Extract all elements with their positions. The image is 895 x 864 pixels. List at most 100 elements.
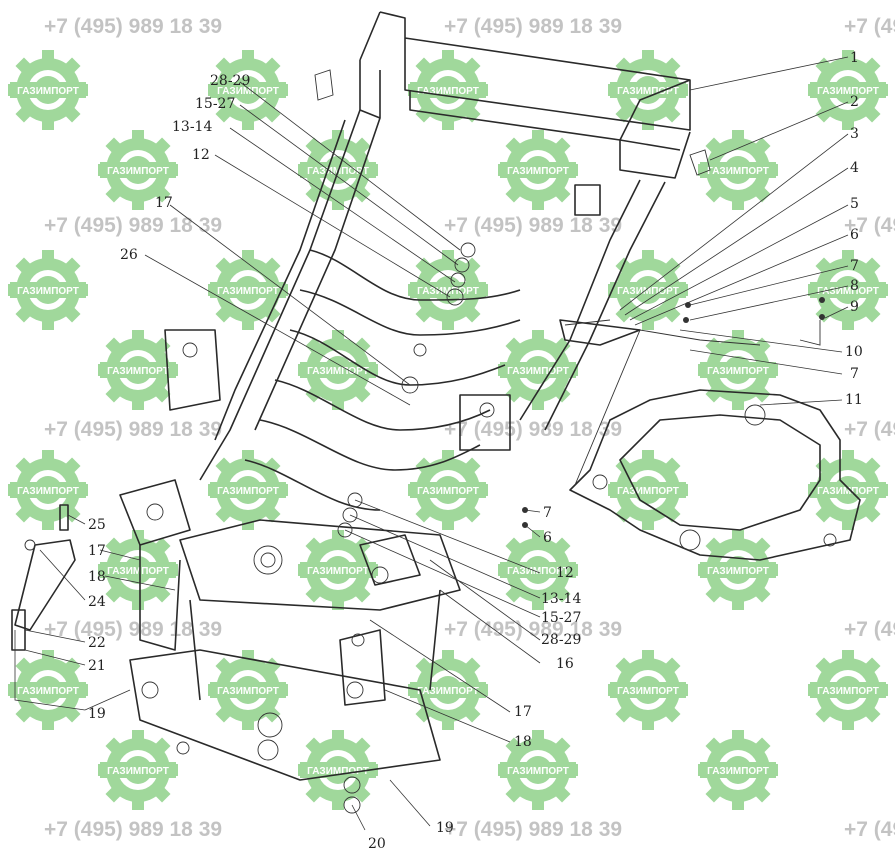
svg-text:ГАЗИМПОРТ: ГАЗИМПОРТ [707,566,769,577]
svg-text:ГАЗИМПОРТ: ГАЗИМПОРТ [107,566,169,577]
callout-19: 19 [88,706,106,722]
svg-text:ГАЗИМПОРТ: ГАЗИМПОРТ [507,766,569,777]
callout-6b: 6 [543,530,552,546]
svg-text:ГАЗИМПОРТ: ГАЗИМПОРТ [307,566,369,577]
callout-7b: 7 [850,366,859,382]
svg-text:ГАЗИМПОРТ: ГАЗИМПОРТ [107,766,169,777]
callout-4: 4 [850,160,859,176]
callout-6: 6 [850,227,859,243]
callout-20: 20 [368,836,386,852]
svg-text:ГАЗИМПОРТ: ГАЗИМПОРТ [617,286,679,297]
svg-text:ГАЗИМПОРТ: ГАЗИМПОРТ [707,766,769,777]
callout-12b: 12 [556,565,574,581]
svg-text:ГАЗИМПОРТ: ГАЗИМПОРТ [417,286,479,297]
svg-text:ГАЗИМПОРТ: ГАЗИМПОРТ [217,86,279,97]
logo-icon: ГАЗИМПОРТ [98,130,178,210]
svg-text:ГАЗИМПОРТ: ГАЗИМПОРТ [17,686,79,697]
callout-18b: 18 [514,734,532,750]
callout-5: 5 [850,196,859,212]
svg-text:ГАЗИМПОРТ: ГАЗИМПОРТ [307,366,369,377]
watermark-phone: +7 (495) 989 18 39 [44,418,222,441]
logo-icon: ГАЗИМПОРТ [8,250,88,330]
callout-1: 1 [850,50,859,66]
svg-text:ГАЗИМПОРТ: ГАЗИМПОРТ [507,566,569,577]
logo-icon: ГАЗИМПОРТ [298,330,378,410]
logo-icon: ГАЗИМПОРТ [698,730,778,810]
logo-icon: ГАЗИМПОРТ [208,50,288,130]
svg-text:ГАЗИМПОРТ: ГАЗИМПОРТ [417,86,479,97]
logo-icon: ГАЗИМПОРТ [608,450,688,530]
logo-icon: ГАЗИМПОРТ [808,250,888,330]
callout-2: 2 [850,94,859,110]
callout-16: 16 [556,656,574,672]
logo-icon: ГАЗИМПОРТ [8,650,88,730]
svg-text:ГАЗИМПОРТ: ГАЗИМПОРТ [17,86,79,97]
watermark-phone: +7 (495) 989 18 39 [444,15,622,38]
callout-28-29b: 28-29 [541,632,581,648]
logo-icon: ГАЗИМПОРТ [298,730,378,810]
watermark-layer: ГАЗИМПОРТ ГАЗИМПОРТ ГАЗИМПОРТ ГАЗИМПОРТ … [8,15,895,841]
watermark-phone: +7 (495) 989 18 39 [444,818,622,841]
svg-text:ГАЗИМПОРТ: ГАЗИМПОРТ [707,166,769,177]
logo-icon: ГАЗИМПОРТ [408,250,488,330]
watermark-phone: +7 (495) 989 18 39 [444,214,622,237]
logo-icon: ГАЗИМПОРТ [498,730,578,810]
svg-text:ГАЗИМПОРТ: ГАЗИМПОРТ [617,686,679,697]
svg-text:ГАЗИМПОРТ: ГАЗИМПОРТ [817,286,879,297]
svg-text:ГАЗИМПОРТ: ГАЗИМПОРТ [17,486,79,497]
logo-icon: ГАЗИМПОРТ [808,50,888,130]
svg-text:ГАЗИМПОРТ: ГАЗИМПОРТ [217,286,279,297]
callout-labels: 1 2 3 4 5 6 7 8 9 10 7 11 28-29 15-27 13… [88,50,863,852]
callout-8: 8 [850,278,859,294]
svg-text:ГАЗИМПОРТ: ГАЗИМПОРТ [307,766,369,777]
logo-icon: ГАЗИМПОРТ [808,650,888,730]
callout-15-27b: 15-27 [541,610,581,626]
callout-26: 26 [120,247,138,263]
watermark-phone: +7 (495) 989 18 39 [44,15,222,38]
logo-icon: ГАЗИМПОРТ [698,330,778,410]
watermark-phone: +7 (495) 989 18 39 [44,818,222,841]
watermark-phone: +7 (495) 989 18 39 [444,618,622,641]
svg-text:ГАЗИМПОРТ: ГАЗИМПОРТ [107,166,169,177]
callout-3: 3 [850,126,859,142]
callout-10: 10 [845,344,863,360]
watermark-phone: +7 (495) 989 18 39 [844,214,895,237]
logo-icon: ГАЗИМПОРТ [408,450,488,530]
callout-17c: 17 [514,704,532,720]
logo-icon: ГАЗИМПОРТ [298,530,378,610]
logo-icon: ГАЗИМПОРТ [498,130,578,210]
callout-7: 7 [850,258,859,274]
svg-text:ГАЗИМПОРТ: ГАЗИМПОРТ [107,366,169,377]
svg-text:ГАЗИМПОРТ: ГАЗИМПОРТ [617,86,679,97]
callout-17: 17 [155,195,173,211]
logo-icon: ГАЗИМПОРТ [608,250,688,330]
svg-text:ГАЗИМПОРТ: ГАЗИМПОРТ [417,686,479,697]
callout-13-14b: 13-14 [541,591,581,607]
watermark-phone: +7 (495) 989 18 39 [444,418,622,441]
watermark-phone: +7 (495) 989 18 39 [44,618,222,641]
logo-icon: ГАЗИМПОРТ [8,450,88,530]
watermark-phone: +7 (495) 989 18 39 [844,818,895,841]
logo-icon: ГАЗИМПОРТ [98,330,178,410]
svg-text:ГАЗИМПОРТ: ГАЗИМПОРТ [817,686,879,697]
leader-lines [14,56,849,831]
svg-text:ГАЗИМПОРТ: ГАЗИМПОРТ [817,86,879,97]
watermark-phone: +7 (495) 989 18 39 [844,418,895,441]
svg-text:ГАЗИМПОРТ: ГАЗИМПОРТ [707,366,769,377]
svg-text:ГАЗИМПОРТ: ГАЗИМПОРТ [417,486,479,497]
logo-icon: ГАЗИМПОРТ [698,130,778,210]
logo-icon: ГАЗИМПОРТ [608,650,688,730]
callout-15-27: 15-27 [195,96,235,112]
svg-text:ГАЗИМПОРТ: ГАЗИМПОРТ [617,486,679,497]
logo-icon: ГАЗИМПОРТ [98,530,178,610]
svg-text:ГАЗИМПОРТ: ГАЗИМПОРТ [17,286,79,297]
frame-drawing [11,11,861,814]
callout-18: 18 [88,569,106,585]
callout-17b: 17 [88,543,106,559]
callout-7c: 7 [543,505,552,521]
callout-9: 9 [850,299,859,315]
logo-icon: ГАЗИМПОРТ [208,450,288,530]
watermark-phone: +7 (495) 989 18 39 [844,15,895,38]
callout-19b: 19 [436,820,454,836]
watermark-phone: +7 (495) 989 18 39 [844,618,895,641]
